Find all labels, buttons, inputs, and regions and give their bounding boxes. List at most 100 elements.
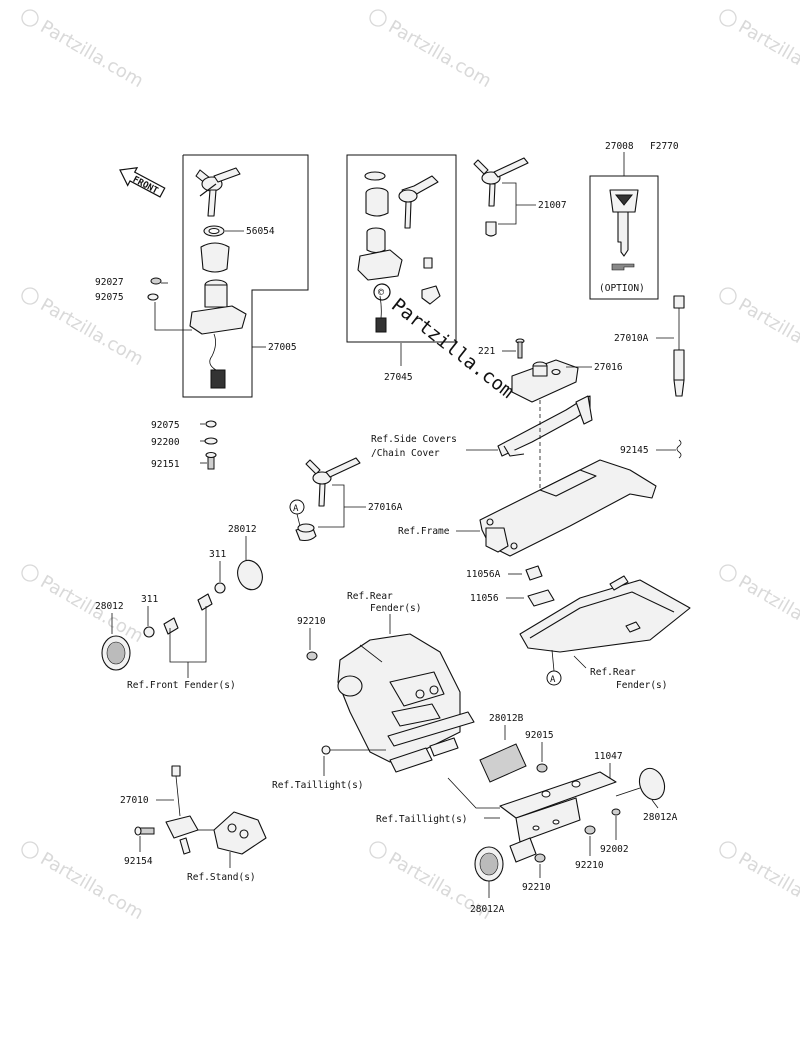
watermark-layer: Partzilla.com Partzilla.com Partzilla.co… <box>21 9 800 924</box>
washer-92200 <box>204 437 218 445</box>
svg-text:Partzilla.com: Partzilla.com <box>37 16 147 92</box>
callout-11056: 11056 <box>470 593 499 604</box>
callout-11056A: 11056A <box>466 569 501 580</box>
box-27005 <box>182 154 309 398</box>
watermark-low-left: Partzilla.com <box>21 564 147 647</box>
callout-ref-taillight-upper: Ref.Taillight(s) <box>272 780 364 791</box>
watermark-top-middle: Partzilla.com <box>369 9 495 92</box>
callout-92154: 92154 <box>124 856 153 867</box>
callout-311-top: 311 <box>209 549 226 560</box>
reflector-28012A-right <box>638 767 666 801</box>
svg-text:Partzilla.com: Partzilla.com <box>37 571 147 647</box>
license-bracket-11047 <box>499 771 617 863</box>
nut-92210-mid <box>584 825 596 835</box>
washer-92075-lower <box>205 420 217 428</box>
callout-ref-side-covers: Ref.Side Covers <box>371 434 457 445</box>
circle-a-lower: A <box>546 649 562 686</box>
ignition-switch-body <box>189 279 247 389</box>
svg-text:Partzilla.com: Partzilla.com <box>735 294 800 370</box>
spring-92145 <box>676 439 682 459</box>
bolt-taillight <box>321 745 331 755</box>
callout-28012A-bottom: 28012A <box>470 904 505 915</box>
bracket-11056 <box>527 589 555 607</box>
figure-code: F2770 <box>650 141 679 152</box>
reflector-28012-left <box>101 635 131 671</box>
stand-switch-27010 <box>165 765 199 855</box>
front-arrow: FRONT <box>119 166 166 198</box>
callout-92015: 92015 <box>525 730 554 741</box>
callout-92027: 92027 <box>95 277 124 288</box>
callout-27010: 27010 <box>120 795 149 806</box>
bolt-92154 <box>134 826 155 836</box>
spacer-left <box>163 617 179 635</box>
callout-ref-rear-fender-top: Ref.Rear <box>347 591 393 602</box>
switch-27010A <box>673 295 685 397</box>
callout-27008: 27008 <box>605 141 634 152</box>
bracket-11056A <box>525 565 543 581</box>
callout-ref-rear-fender-right-2: Fender(s) <box>616 680 667 691</box>
callout-ref-rear-fender-right: Ref.Rear <box>590 667 636 678</box>
callout-ref-stand: Ref.Stand(s) <box>187 872 256 883</box>
callout-92210-top: 92210 <box>297 616 326 627</box>
callout-221: 221 <box>478 346 495 357</box>
watermark-bottom-right: Partzilla.com <box>719 841 800 924</box>
watermark-mid-left: Partzilla.com <box>21 287 147 370</box>
bolt-92027 <box>150 277 162 285</box>
nut-92210-top <box>306 651 318 661</box>
callout-28012A-right: 28012A <box>643 812 678 823</box>
screw-92002 <box>611 808 621 816</box>
spacer-right <box>197 593 213 611</box>
callout-92210-bottom: 92210 <box>522 882 551 893</box>
svg-text:Partzilla.com: Partzilla.com <box>385 16 495 92</box>
callout-28012B: 28012B <box>489 713 524 724</box>
callout-92075-lower: 92075 <box>151 420 180 431</box>
nut-92015 <box>536 763 548 773</box>
callout-92151: 92151 <box>151 459 180 470</box>
option-key-27008 <box>609 189 639 271</box>
callout-21007: 21007 <box>538 200 567 211</box>
box-27045 <box>346 154 457 343</box>
callout-311-left: 311 <box>141 594 158 605</box>
watermark-mid-right: Partzilla.com <box>719 287 800 370</box>
svg-text:Partzilla.com: Partzilla.com <box>735 16 800 92</box>
washer-92075-upper <box>147 293 159 301</box>
watermark-top-left: Partzilla.com <box>21 9 147 92</box>
key-set-21007 <box>473 157 529 237</box>
callout-92002: 92002 <box>600 844 629 855</box>
svg-text:Partzilla.com: Partzilla.com <box>735 571 800 647</box>
svg-text:Partzilla.com: Partzilla.com <box>37 294 147 370</box>
callout-27016A: 27016A <box>368 502 403 513</box>
callout-11047: 11047 <box>594 751 623 762</box>
callout-ref-taillight-lower: Ref.Taillight(s) <box>376 814 468 825</box>
reflector-28012B <box>479 743 527 783</box>
rear-fender-body <box>337 633 475 773</box>
callout-92075-upper: 92075 <box>95 292 124 303</box>
callout-27016: 27016 <box>594 362 623 373</box>
svg-text:A: A <box>550 675 556 685</box>
option-label: (OPTION) <box>599 283 645 294</box>
rear-fender-liner <box>519 575 691 653</box>
callout-ref-rear-fender-top-2: Fender(s) <box>370 603 421 614</box>
center-watermark: © Partzilla.com <box>373 283 518 403</box>
ignition-key-set-left <box>195 167 241 217</box>
screw-221 <box>515 338 525 359</box>
leader-92075-group <box>154 302 192 331</box>
seat-bracket <box>497 395 593 457</box>
watermark-top-right: Partzilla.com <box>719 9 800 92</box>
seat-lock-27016 <box>511 359 579 403</box>
lock-set-27045-parts <box>357 171 441 333</box>
ring-56054 <box>203 225 225 237</box>
callout-27045: 27045 <box>384 372 413 383</box>
callout-56054: 56054 <box>246 226 275 237</box>
watermark-low-right: Partzilla.com <box>719 564 800 647</box>
reflector-28012A-bottom <box>474 846 504 882</box>
callout-28012-left: 28012 <box>95 601 124 612</box>
reflector-28012-right <box>237 559 263 591</box>
svg-text:Partzilla.com: Partzilla.com <box>735 848 800 924</box>
callout-27005: 27005 <box>268 342 297 353</box>
stand-bracket <box>213 811 267 855</box>
key-set-27016A <box>295 457 361 542</box>
callout-92210-mid: 92210 <box>575 860 604 871</box>
